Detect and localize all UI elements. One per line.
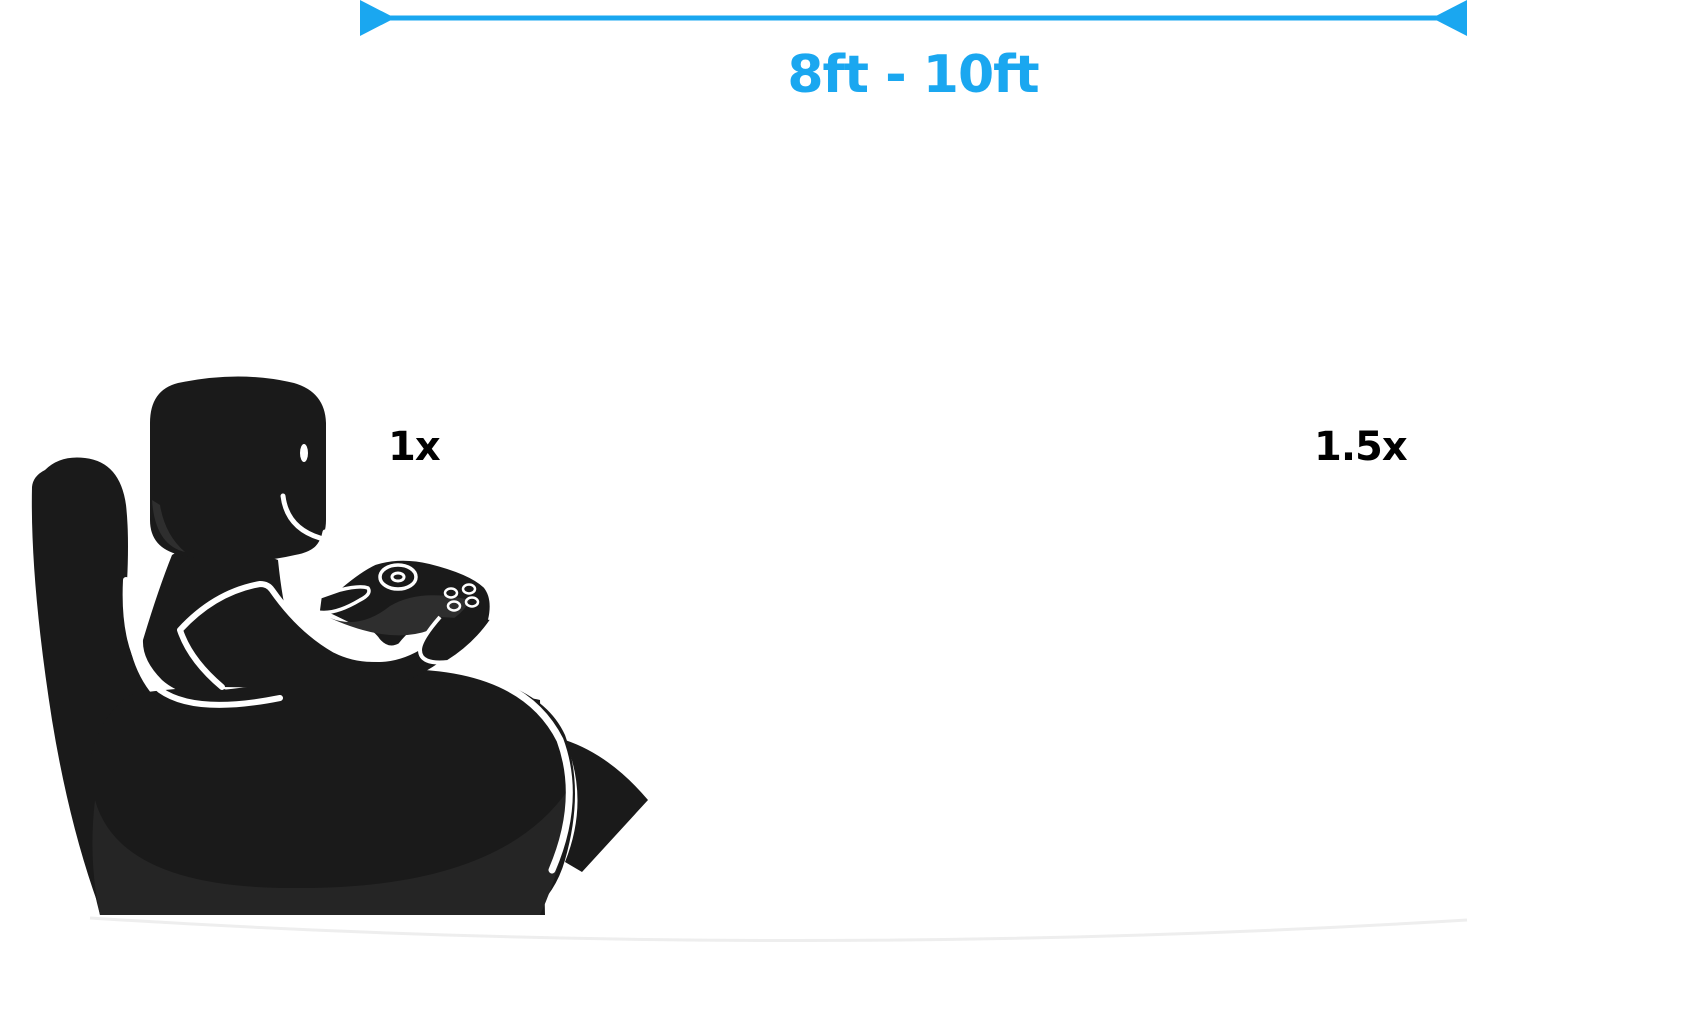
person-on-beanbag-icon [31,376,648,915]
arrowhead-left-icon [360,0,395,36]
distance-dimension: 8ft - 10ft [360,0,1467,105]
controller-button-a [443,587,459,599]
beanbag-shade [92,790,569,915]
beanbag-outline [122,577,283,708]
controller-button-x [446,600,462,612]
arrowhead-right-icon [1432,0,1467,36]
controller-dpad-outer [378,563,418,591]
person-head [150,376,326,562]
person-foot [565,740,648,872]
beanbag-seat [86,669,576,915]
person-arm [180,584,470,690]
controller-dpad-inner [390,571,406,583]
controller-right-handle [418,615,494,665]
chin-outline [305,529,328,558]
controller-button-b [461,583,477,595]
scale-label-far: 1.5x [1314,424,1408,470]
controller-button-y [464,596,480,608]
controller-left-handle [316,585,371,615]
floor-shadow [89,916,1468,942]
game-controller-icon [316,556,494,667]
person-eye [300,444,308,462]
scale-label-near: 1x [388,424,441,470]
distance-label: 8ft - 10ft [787,45,1038,105]
person-smile [280,493,323,541]
arm-outline [177,581,451,690]
head-shade [152,500,185,552]
